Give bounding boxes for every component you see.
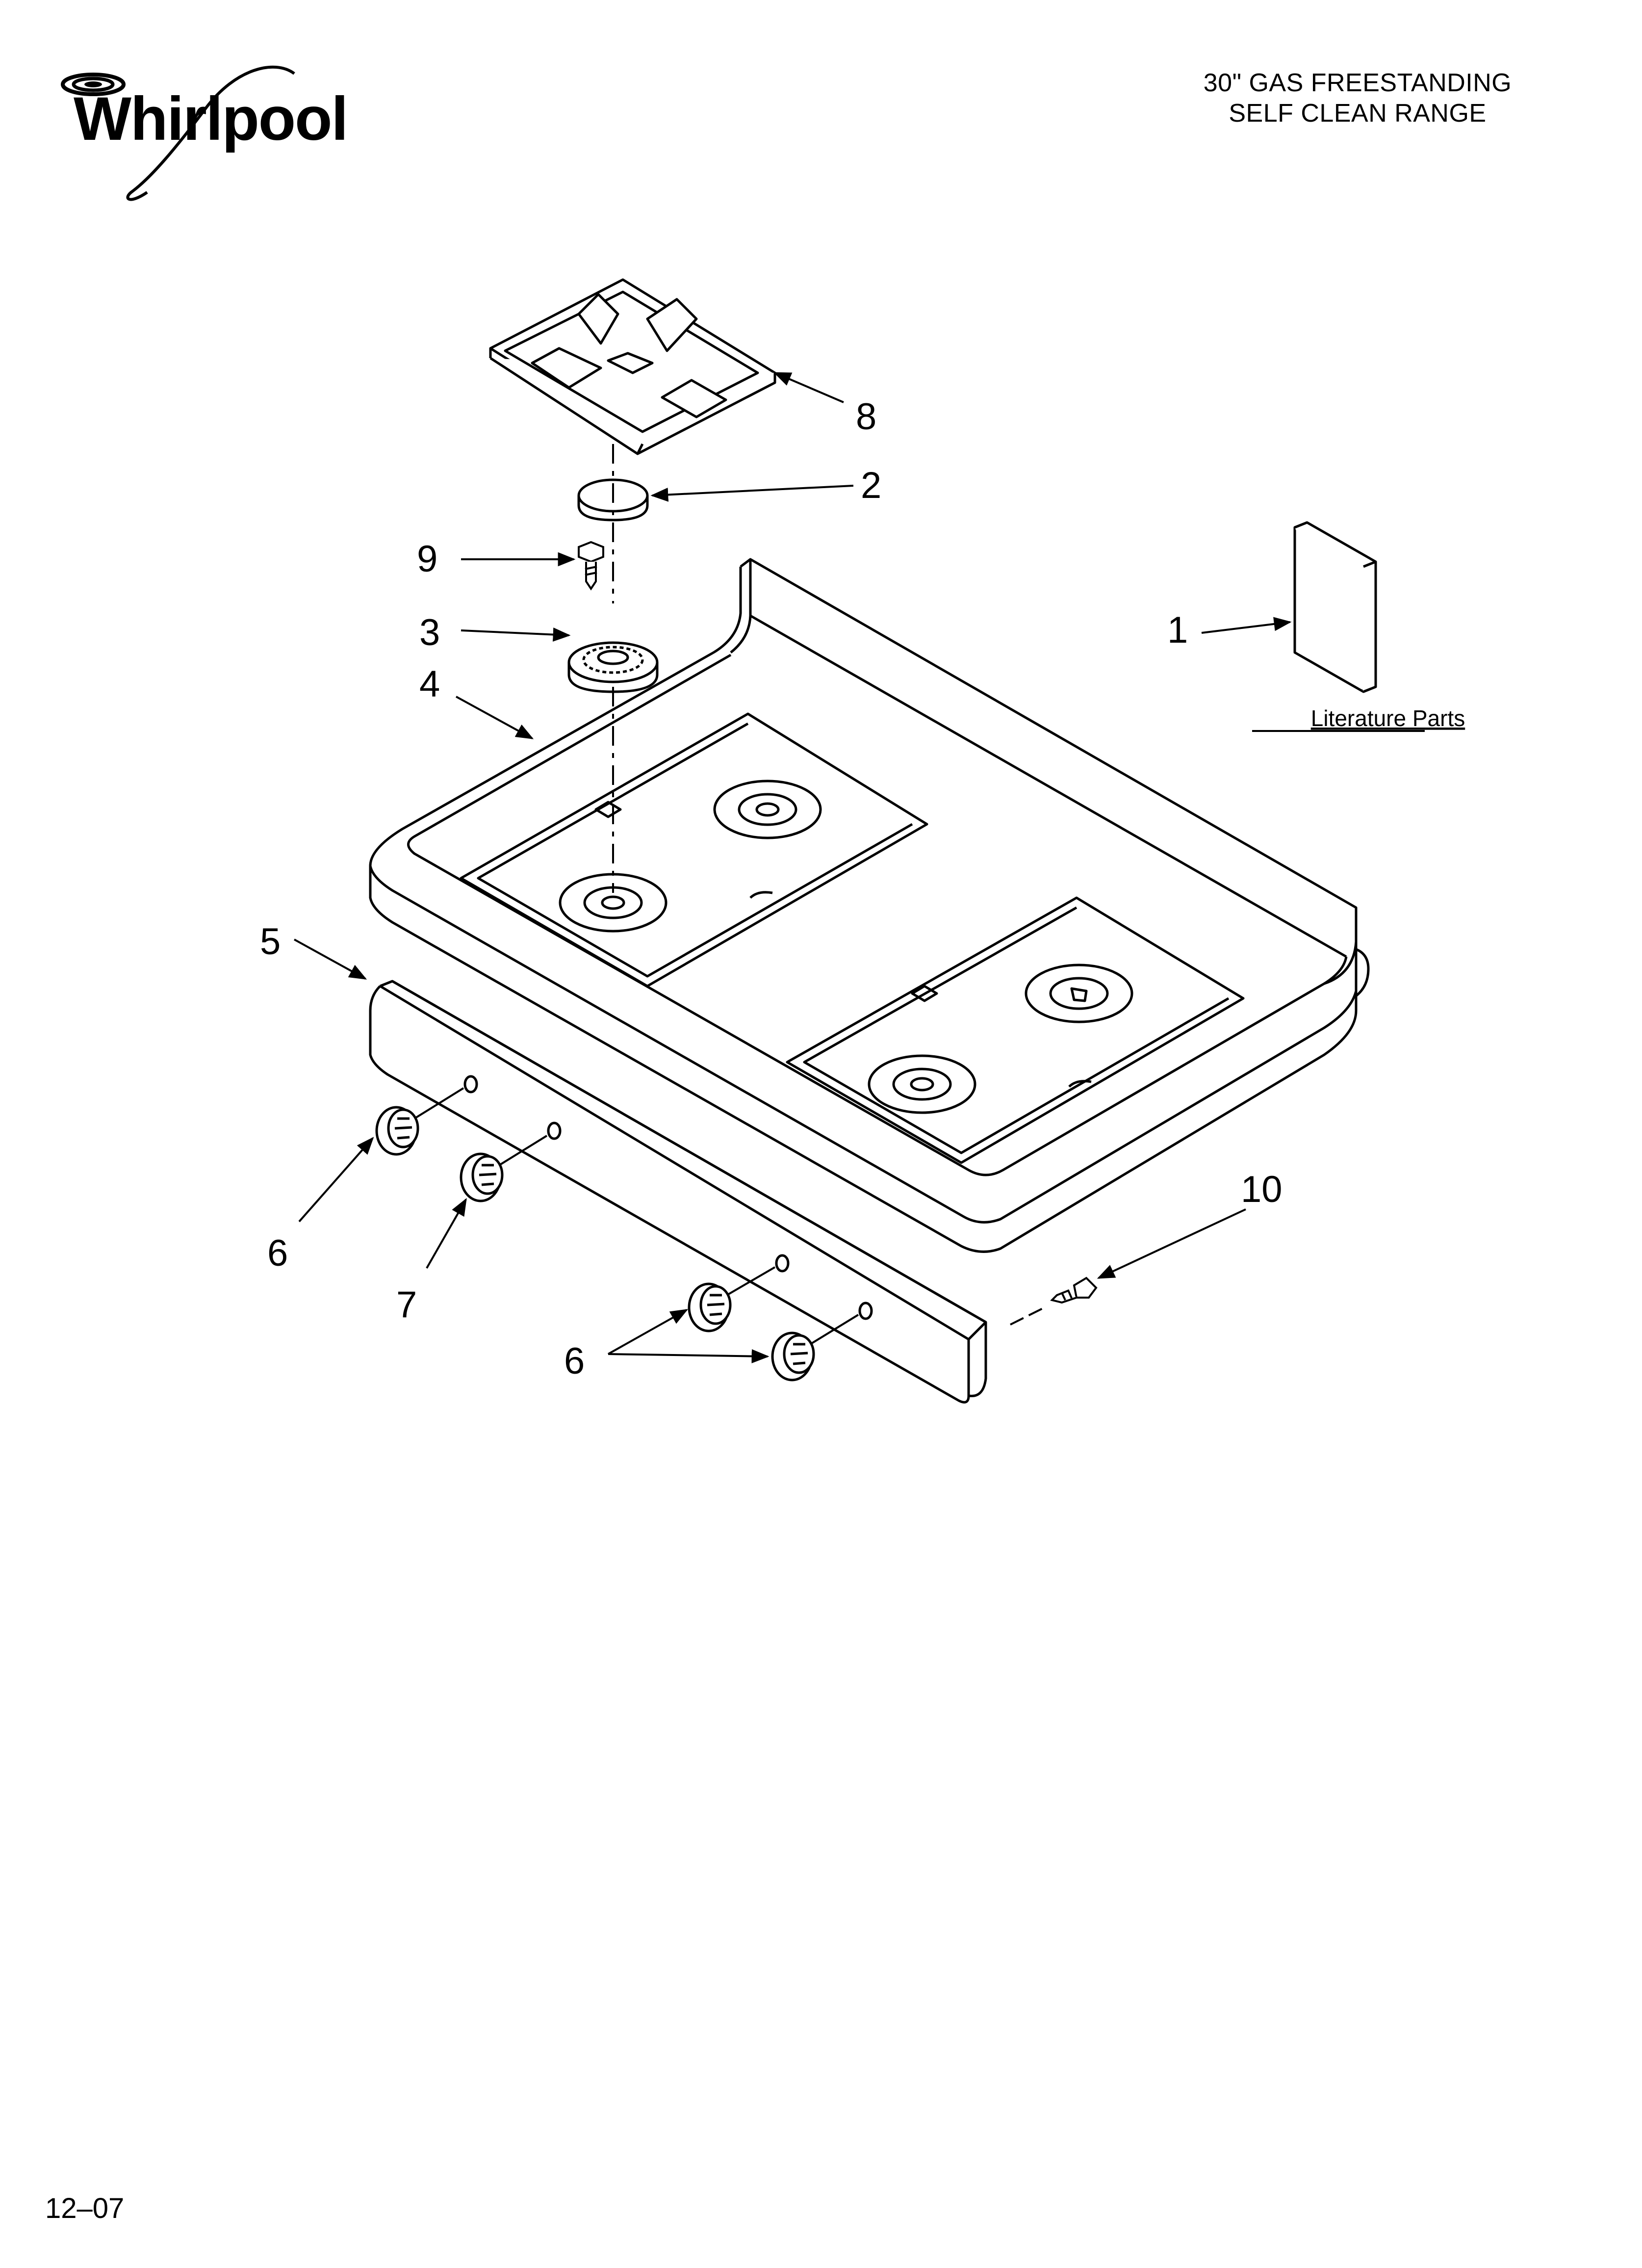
knob-7 xyxy=(460,1152,504,1202)
title-line-1: 30" GAS FREESTANDING xyxy=(1203,69,1512,97)
callout-6-left: 6 xyxy=(267,1232,288,1274)
whirlpool-logo: Whirlpool xyxy=(61,65,348,201)
callout-2: 2 xyxy=(861,465,881,506)
knob-6-left xyxy=(375,1106,419,1156)
cooktop xyxy=(369,558,1370,1253)
burner-cap xyxy=(577,478,649,521)
screw-part xyxy=(578,541,604,591)
callout-5: 5 xyxy=(260,921,281,963)
title-line-2: SELF CLEAN RANGE xyxy=(1229,99,1487,128)
callout-arrows xyxy=(294,372,1292,1363)
knob-6-center xyxy=(688,1282,732,1332)
callout-3: 3 xyxy=(419,612,440,653)
literature-parts-label: Literature Parts xyxy=(1311,705,1465,731)
callout-7: 7 xyxy=(396,1284,417,1326)
side-screw-leader xyxy=(1010,1306,1045,1326)
callout-4: 4 xyxy=(419,663,440,705)
callout-6-bottom: 6 xyxy=(564,1340,585,1382)
knob-leader-lines xyxy=(413,1087,859,1345)
diagram-title: 30" GAS FREESTANDING SELF CLEAN RANGE xyxy=(1137,68,1578,129)
callout-numbers: 8 2 9 3 4 5 6 7 6 10 1 xyxy=(260,396,1283,1382)
callout-8: 8 xyxy=(856,396,876,438)
whirlpool-logo-wordmark: Whirlpool xyxy=(74,85,347,153)
side-screw-part xyxy=(1050,1277,1098,1304)
burner-base xyxy=(567,641,659,693)
callout-10: 10 xyxy=(1241,1169,1283,1210)
callout-9: 9 xyxy=(417,538,437,580)
burner-grate xyxy=(489,278,776,455)
callout-1: 1 xyxy=(1167,609,1188,651)
knob-6-right xyxy=(771,1331,815,1382)
literature-parts-icon xyxy=(1293,521,1377,693)
control-panel xyxy=(369,980,987,1404)
date-code: 12–07 xyxy=(45,2192,125,2224)
control-knobs xyxy=(375,1106,815,1382)
